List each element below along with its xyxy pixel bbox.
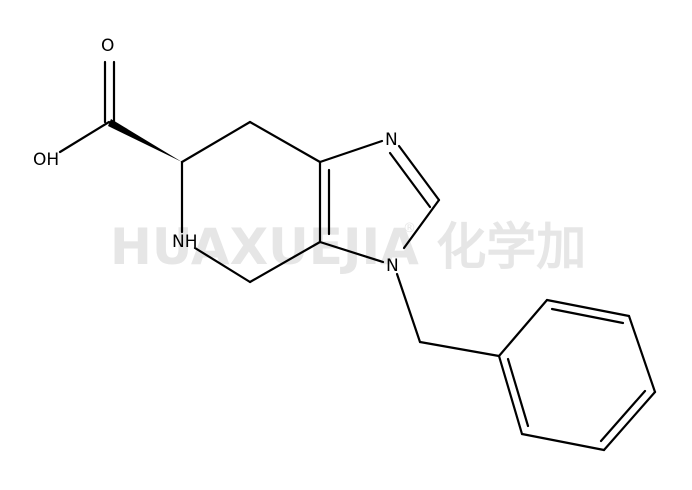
bond-ring-n5-c4 (193, 246, 252, 284)
bond-ph-6 (497, 354, 524, 436)
bond-ph-inner-3 (506, 357, 530, 428)
bond-ph-5 (520, 432, 606, 452)
watermark-registered-mark: ® (403, 221, 416, 236)
atom-label-imidazole-n-benzyl: N (386, 256, 399, 276)
bond-ph-inner-1 (550, 307, 625, 325)
bond-n3-ch2 (395, 272, 422, 344)
watermark-text: HUAXUEJIA 化学加 (110, 218, 586, 276)
bond-imid-c7a-n1 (318, 139, 384, 164)
atom-labels: O OH NH N N (33, 36, 399, 276)
bond-ring-c7-c7a (248, 120, 322, 164)
bond-imid-c2-n3 (402, 198, 441, 250)
watermark: HUAXUEJIA 化学加 ® (110, 218, 586, 276)
bond-ph-4 (602, 390, 657, 452)
atom-label-hydroxyl: OH (33, 150, 59, 170)
bond-imid-n1-c2-outer (397, 144, 441, 202)
bond-ph-2 (545, 298, 631, 318)
bond-imid-n1-c2-inner (388, 151, 432, 209)
atom-label-ring-nh: NH (172, 232, 198, 252)
bond-ph-3 (627, 314, 657, 394)
atom-label-carbonyl-oxygen: O (101, 36, 114, 56)
bond-c-oh (58, 120, 111, 154)
bond-ch2-phenyl (418, 340, 501, 358)
bond-ph-inner-2 (599, 389, 647, 443)
bond-imid-n3-c3a (318, 240, 385, 264)
bond-stereo-wedge (108, 119, 182, 162)
bond-ph-1 (497, 298, 549, 358)
bond-ring-c6-c7 (180, 120, 252, 164)
bonds (58, 60, 657, 452)
atom-label-imidazole-n-top: N (385, 130, 398, 150)
bond-ring-c4-c3a (248, 240, 322, 284)
